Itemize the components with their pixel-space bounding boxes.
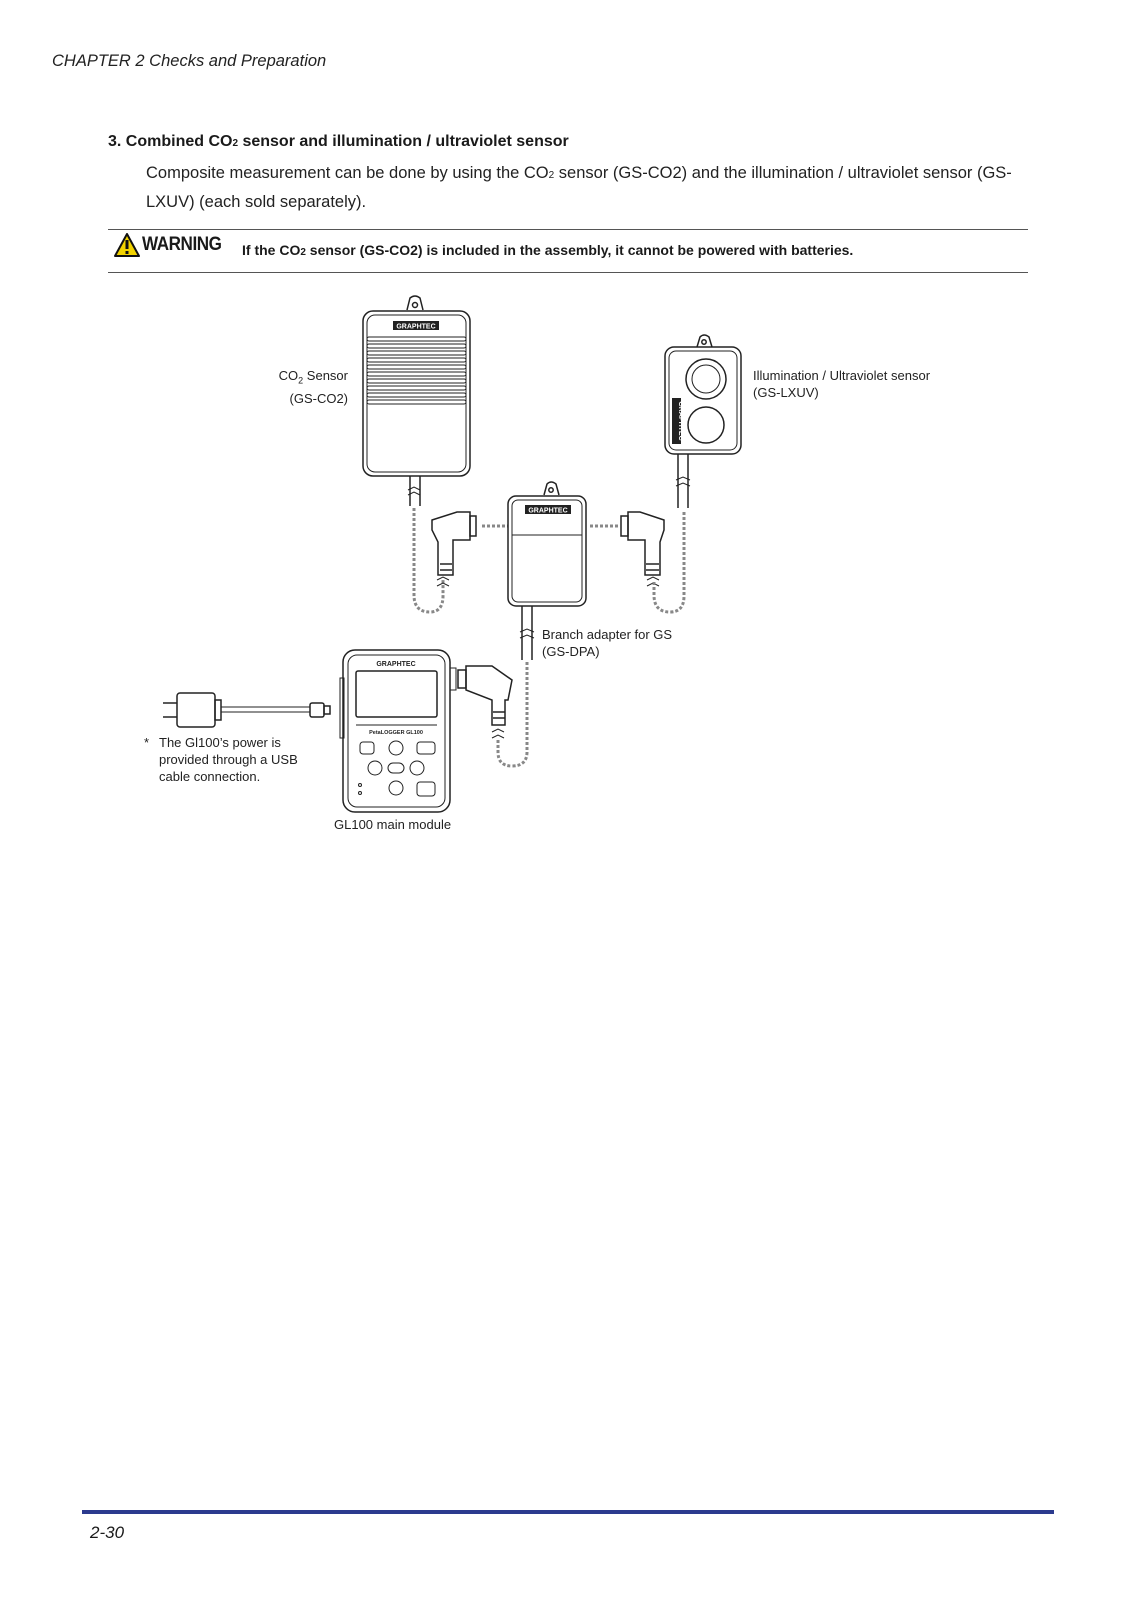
lxuv-model: (GS-LXUV) xyxy=(753,385,819,400)
warning-triangle-icon xyxy=(114,233,140,257)
section-title-sub: 2 xyxy=(232,138,239,149)
adapter-label-text: Branch adapter for GS xyxy=(542,627,673,642)
right-elbow-connector xyxy=(620,511,665,587)
lxuv-sensor-label: Illumination / Ultraviolet sensor (GS-LX… xyxy=(753,367,930,401)
warning-text-sub: 2 xyxy=(300,247,306,258)
gl100-model-text: PetaLOGGER GL100 xyxy=(369,730,423,736)
gl100-label: GL100 main module xyxy=(334,817,452,832)
lxuv-brand-plate xyxy=(672,398,681,444)
section-body: Composite measurement can be done by usi… xyxy=(146,160,1036,216)
note-line-2: provided through a USB xyxy=(159,752,298,767)
gl100-elbow-connector xyxy=(457,665,513,739)
gl100-module-drawing xyxy=(339,649,457,813)
lxuv-brand-text: GRAPHTEC xyxy=(677,401,684,440)
usb-power-adapter xyxy=(163,692,331,728)
note-line-1: The Gl100’s power is xyxy=(159,735,281,750)
gl100-brand-text: GRAPHTEC xyxy=(376,661,415,668)
co2-label-sub: 2 xyxy=(298,375,304,386)
section-body-post: sensor (GS-CO2) and the illumination / u… xyxy=(146,164,1012,211)
lxuv-label: Illumination / Ultraviolet sensor xyxy=(753,368,931,383)
warning-box: WARNING If the CO2 sensor (GS-CO2) is in… xyxy=(108,229,1028,273)
warning-text-post: sensor (GS-CO2) is included in the assem… xyxy=(305,242,854,258)
section-title-pre: 3. Combined CO xyxy=(108,133,233,150)
warning-text-pre: If the CO xyxy=(242,242,301,258)
adapter-label: Branch adapter for GS (GS-DPA) xyxy=(542,626,672,660)
section-title-post: sensor and illumination / ultraviolet se… xyxy=(238,133,569,150)
note-text: The Gl100’s power is provided through a … xyxy=(159,734,298,785)
branch-adapter-drawing xyxy=(507,481,587,660)
footer-rule xyxy=(82,1510,1054,1514)
adapter-brand-plate xyxy=(525,505,571,514)
note-line-3: cable connection. xyxy=(159,769,261,784)
gl100-screen xyxy=(355,670,438,718)
co2-sensor-drawing xyxy=(362,295,471,506)
lxuv-sensor-drawing xyxy=(664,334,742,508)
co2-model: (GS-CO2) xyxy=(289,390,349,406)
left-elbow-connector xyxy=(431,511,477,587)
usb-power-note: * The Gl100’s power is provided through … xyxy=(144,734,298,785)
co2-label-post: Sensor xyxy=(303,368,348,383)
warning-text: If the CO2 sensor (GS-CO2) is included i… xyxy=(242,242,853,258)
co2-label-pre: CO xyxy=(278,368,299,383)
section-body-pre: Composite measurement can be done by usi… xyxy=(146,164,549,182)
co2-brand-plate xyxy=(393,321,439,330)
page-number: 2-30 xyxy=(90,1523,125,1542)
warning-word: WARNING xyxy=(142,234,222,255)
section-body-sub: 2 xyxy=(548,170,555,181)
note-star: * xyxy=(144,735,150,750)
adapter-model: (GS-DPA) xyxy=(542,644,600,659)
warning-label: WARNING xyxy=(114,233,230,257)
chapter-header: CHAPTER 2 Checks and Preparation xyxy=(52,52,327,70)
co2-sensor-label: CO2 Sensor (GS-CO2) xyxy=(270,367,348,407)
co2-brand-text: GRAPHTEC xyxy=(396,324,435,331)
section-title: 3. Combined CO2 sensor and illumination … xyxy=(108,133,569,151)
adapter-brand-text: GRAPHTEC xyxy=(528,508,567,515)
